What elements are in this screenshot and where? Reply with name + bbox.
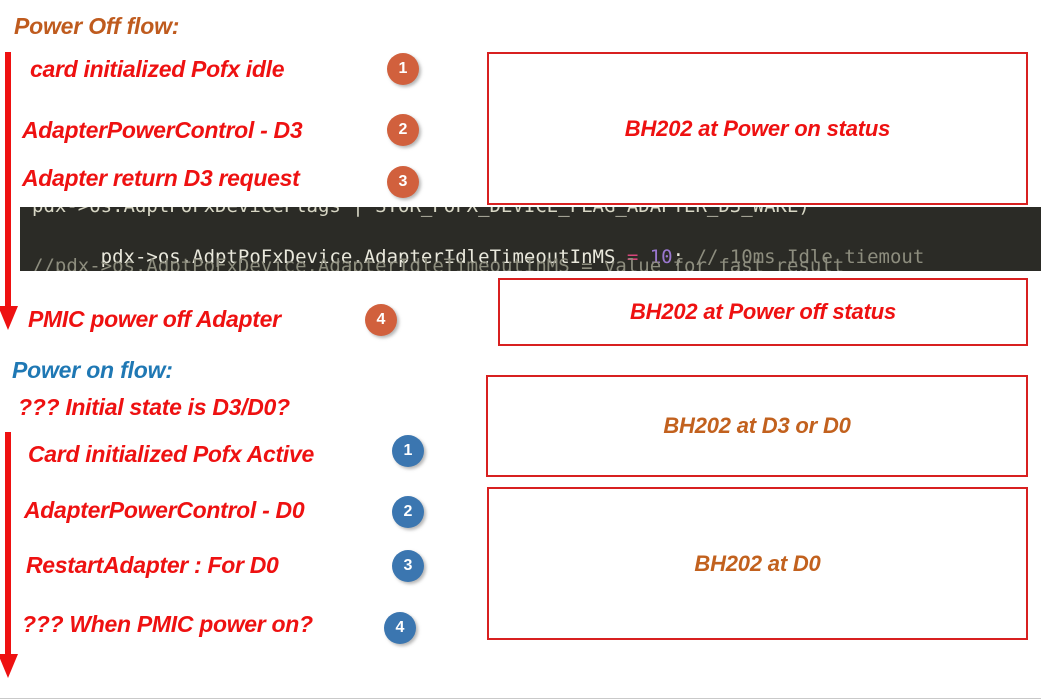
power-off-flow-arrow <box>0 52 28 334</box>
power-on-step-1-badge: 1 <box>392 435 424 467</box>
status-box-d0-text: BH202 at D0 <box>694 550 821 576</box>
power-on-step-3-badge: 3 <box>392 550 424 582</box>
code-token-value: 10 <box>649 246 673 268</box>
code-line-above-clipped: pdx->os.AdptPoFxDeviceFlags | STOR_POFX_… <box>32 207 810 217</box>
power-off-step-4-label: PMIC power off Adapter <box>28 306 281 332</box>
status-box-d3-or-d0: BH202 at D3 or D0 <box>486 375 1028 477</box>
code-token-expression: pdx->os.AdptPoFxDevice.AdapterIdleTimeou… <box>100 246 616 268</box>
status-box-d0: BH202 at D0 <box>487 487 1028 640</box>
power-on-step-2-badge: 2 <box>392 496 424 528</box>
power-off-step-4-badge: 4 <box>365 304 397 336</box>
power-on-step-1-label: Card initialized Pofx Active <box>28 441 314 467</box>
power-on-step-2-label: AdapterPowerControl - D0 <box>24 497 305 523</box>
code-token-terminator: ; <box>672 246 685 268</box>
power-off-step-3-label: Adapter return D3 request <box>22 165 300 191</box>
power-on-flow-heading: Power on flow: <box>12 357 173 383</box>
power-on-step-4-label: ??? When PMIC power on? <box>22 611 313 637</box>
arrow-head-icon <box>0 654 18 678</box>
power-off-flow-heading: Power Off flow: <box>14 13 180 39</box>
status-box-power-off: BH202 at Power off status <box>498 278 1028 346</box>
arrow-head-icon <box>0 306 18 330</box>
status-box-power-off-text: BH202 at Power off status <box>629 299 896 324</box>
status-box-power-on: BH202 at Power on status <box>487 52 1028 205</box>
power-off-step-1-badge: 1 <box>387 53 419 85</box>
power-off-step-1-label: card initialized Pofx idle <box>30 56 285 82</box>
power-on-step-3-label: RestartAdapter : For D0 <box>26 552 279 578</box>
code-token-operator: = <box>615 246 650 268</box>
status-box-power-on-text: BH202 at Power on status <box>624 115 891 141</box>
arrow-shaft <box>5 52 11 306</box>
power-off-step-2-badge: 2 <box>387 114 419 146</box>
power-on-step-4-badge: 4 <box>384 612 416 644</box>
code-line-main: pdx->os.AdptPoFxDevice.AdapterIdleTimeou… <box>32 224 925 271</box>
power-off-step-3-badge: 3 <box>387 166 419 198</box>
code-line-below-clipped: //pdx->os.AdptPoFxDevice.AdapterIdleTime… <box>32 255 845 271</box>
power-on-flow-arrow <box>0 432 28 682</box>
power-off-step-2-label: AdapterPowerControl - D3 <box>22 117 303 143</box>
code-snippet-strip: pdx->os.AdptPoFxDeviceFlags | STOR_POFX_… <box>20 207 1041 271</box>
code-token-comment: // 10ms Idle tiemout <box>684 246 925 268</box>
power-on-initial-state-question: ??? Initial state is D3/D0? <box>18 394 290 420</box>
status-box-d3-or-d0-text: BH202 at D3 or D0 <box>663 413 851 438</box>
arrow-shaft <box>5 432 11 654</box>
